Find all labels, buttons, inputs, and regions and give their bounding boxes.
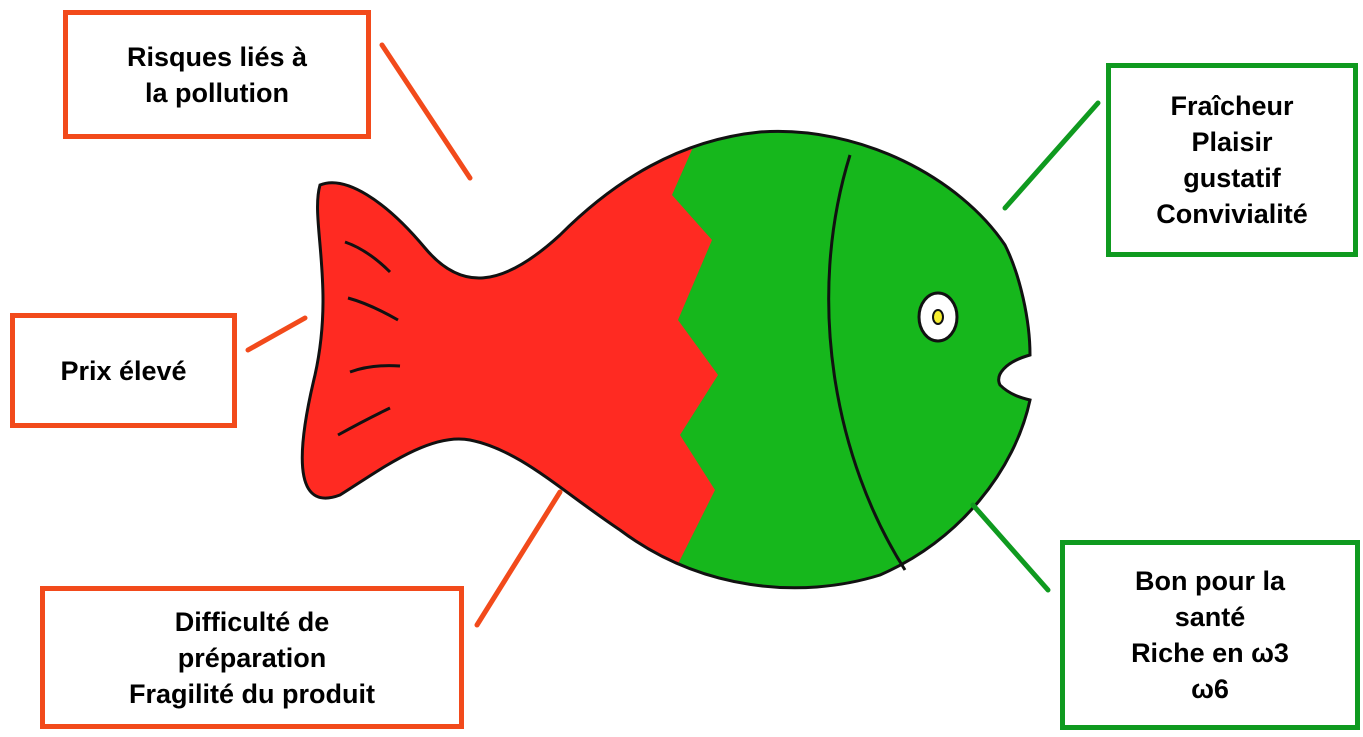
callout-health-line-1: Bon pour la [1135, 563, 1285, 599]
connector-pollution [382, 45, 470, 178]
connector-health [973, 505, 1048, 590]
callout-high-price: Prix élevé [10, 313, 237, 428]
callout-health-line-4: ω6 [1191, 671, 1229, 707]
callout-price-line-1: Prix élevé [60, 353, 186, 389]
callout-pleasure-line-4: Convivialité [1156, 196, 1308, 232]
callout-preparation-line-3: Fragilité du produit [129, 676, 375, 712]
callout-health-line-3: Riche en ω3 [1131, 635, 1289, 671]
callout-pollution-line-1: Risques liés à [127, 39, 307, 75]
callout-freshness-pleasure: Fraîcheur Plaisir gustatif Convivialité [1106, 63, 1358, 257]
callout-pleasure-line-2: Plaisir [1191, 124, 1272, 160]
callout-health-benefits: Bon pour la santé Riche en ω3 ω6 [1060, 540, 1360, 730]
callout-preparation-difficulty: Difficulté de préparation Fragilité du p… [40, 586, 464, 729]
callout-health-line-2: santé [1175, 599, 1246, 635]
connector-pleasure [1005, 103, 1098, 208]
connector-price [248, 318, 305, 350]
callout-preparation-line-2: préparation [178, 640, 327, 676]
fish-green-body [650, 120, 1100, 620]
callout-preparation-line-1: Difficulté de [175, 604, 330, 640]
connector-preparation [477, 492, 560, 625]
callout-pleasure-line-1: Fraîcheur [1170, 88, 1293, 124]
fish-pupil [933, 310, 943, 324]
callout-pollution-line-2: la pollution [145, 75, 289, 111]
callout-pleasure-line-3: gustatif [1183, 160, 1281, 196]
callout-pollution-risks: Risques liés à la pollution [63, 10, 371, 139]
